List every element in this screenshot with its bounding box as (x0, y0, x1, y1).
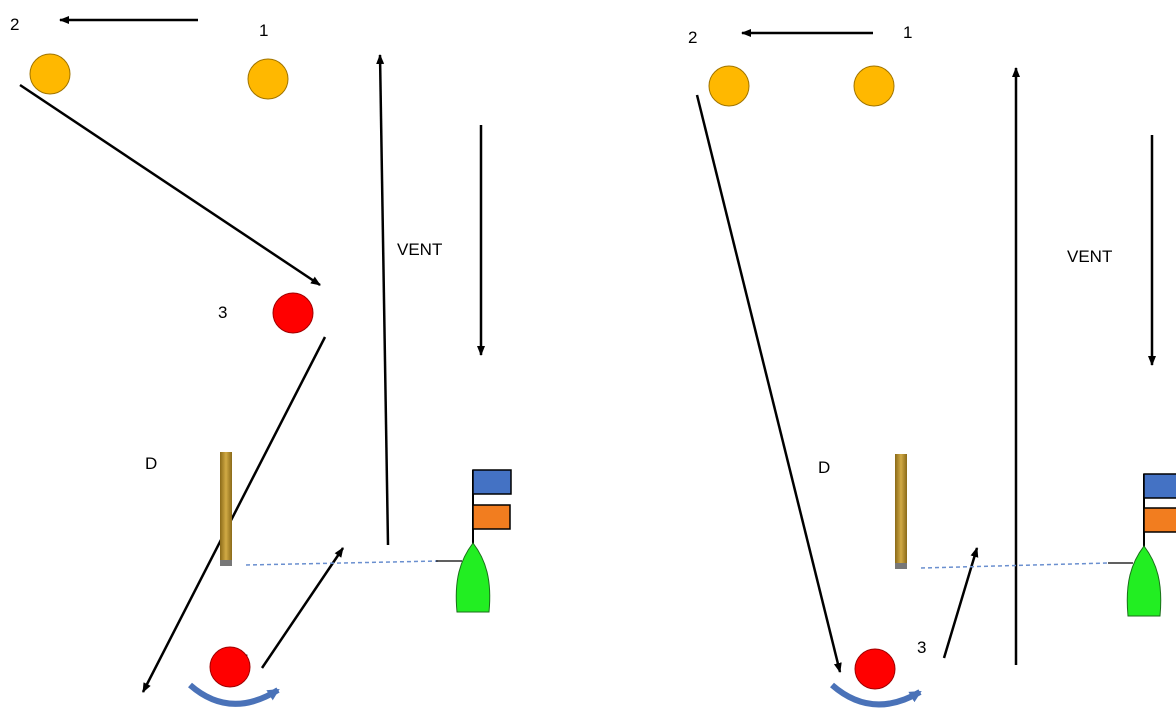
flag-blue-icon (1143, 473, 1176, 499)
rounding-arrow-icon (188, 682, 280, 707)
start-line (245, 560, 439, 566)
rounding-arrow-icon (830, 682, 922, 708)
buoy-icon (272, 292, 314, 334)
buoy-icon (854, 648, 896, 690)
flag-orange-icon (472, 504, 511, 530)
committee-boat-icon (1126, 545, 1162, 617)
buoy-icon (853, 65, 895, 107)
flag-orange-icon (1143, 507, 1176, 533)
pin-pole-icon (895, 454, 907, 566)
arrow-2-to-3 (695, 94, 842, 673)
mark-2-label: 2 (688, 28, 697, 47)
mark-3-label: 3 (917, 638, 926, 657)
wind-label: VENT (1067, 247, 1112, 266)
arrow-3-to-finish (942, 547, 979, 659)
pin-pole-icon (220, 452, 232, 564)
pole-base (220, 560, 232, 566)
mark-3-label: 3 (218, 303, 227, 322)
right-diagram: 2 1 3 VENT D (688, 23, 1176, 708)
buoy-icon (708, 65, 750, 107)
committee-boat-icon (455, 542, 491, 613)
pole-base (895, 563, 907, 569)
buoy-icon (29, 53, 71, 95)
start-line-label: D (818, 458, 830, 477)
start-line-label: D (145, 454, 157, 473)
buoy-icon (209, 646, 251, 688)
arrow-upwind-long (376, 54, 390, 546)
arrow-3-to-4 (141, 336, 327, 693)
mark-1-label: 1 (903, 23, 912, 42)
arrow-2-to-3 (19, 83, 321, 287)
mark-1-label: 1 (259, 21, 268, 40)
arrow-4-to-finish (260, 547, 345, 669)
wind-label: VENT (397, 240, 442, 259)
flag-blue-icon (472, 469, 512, 495)
buoy-icon (247, 58, 289, 100)
start-line (920, 562, 1109, 569)
mark-2-label: 2 (10, 15, 19, 34)
left-diagram: 2 1 3 4 VENT D (10, 15, 512, 707)
